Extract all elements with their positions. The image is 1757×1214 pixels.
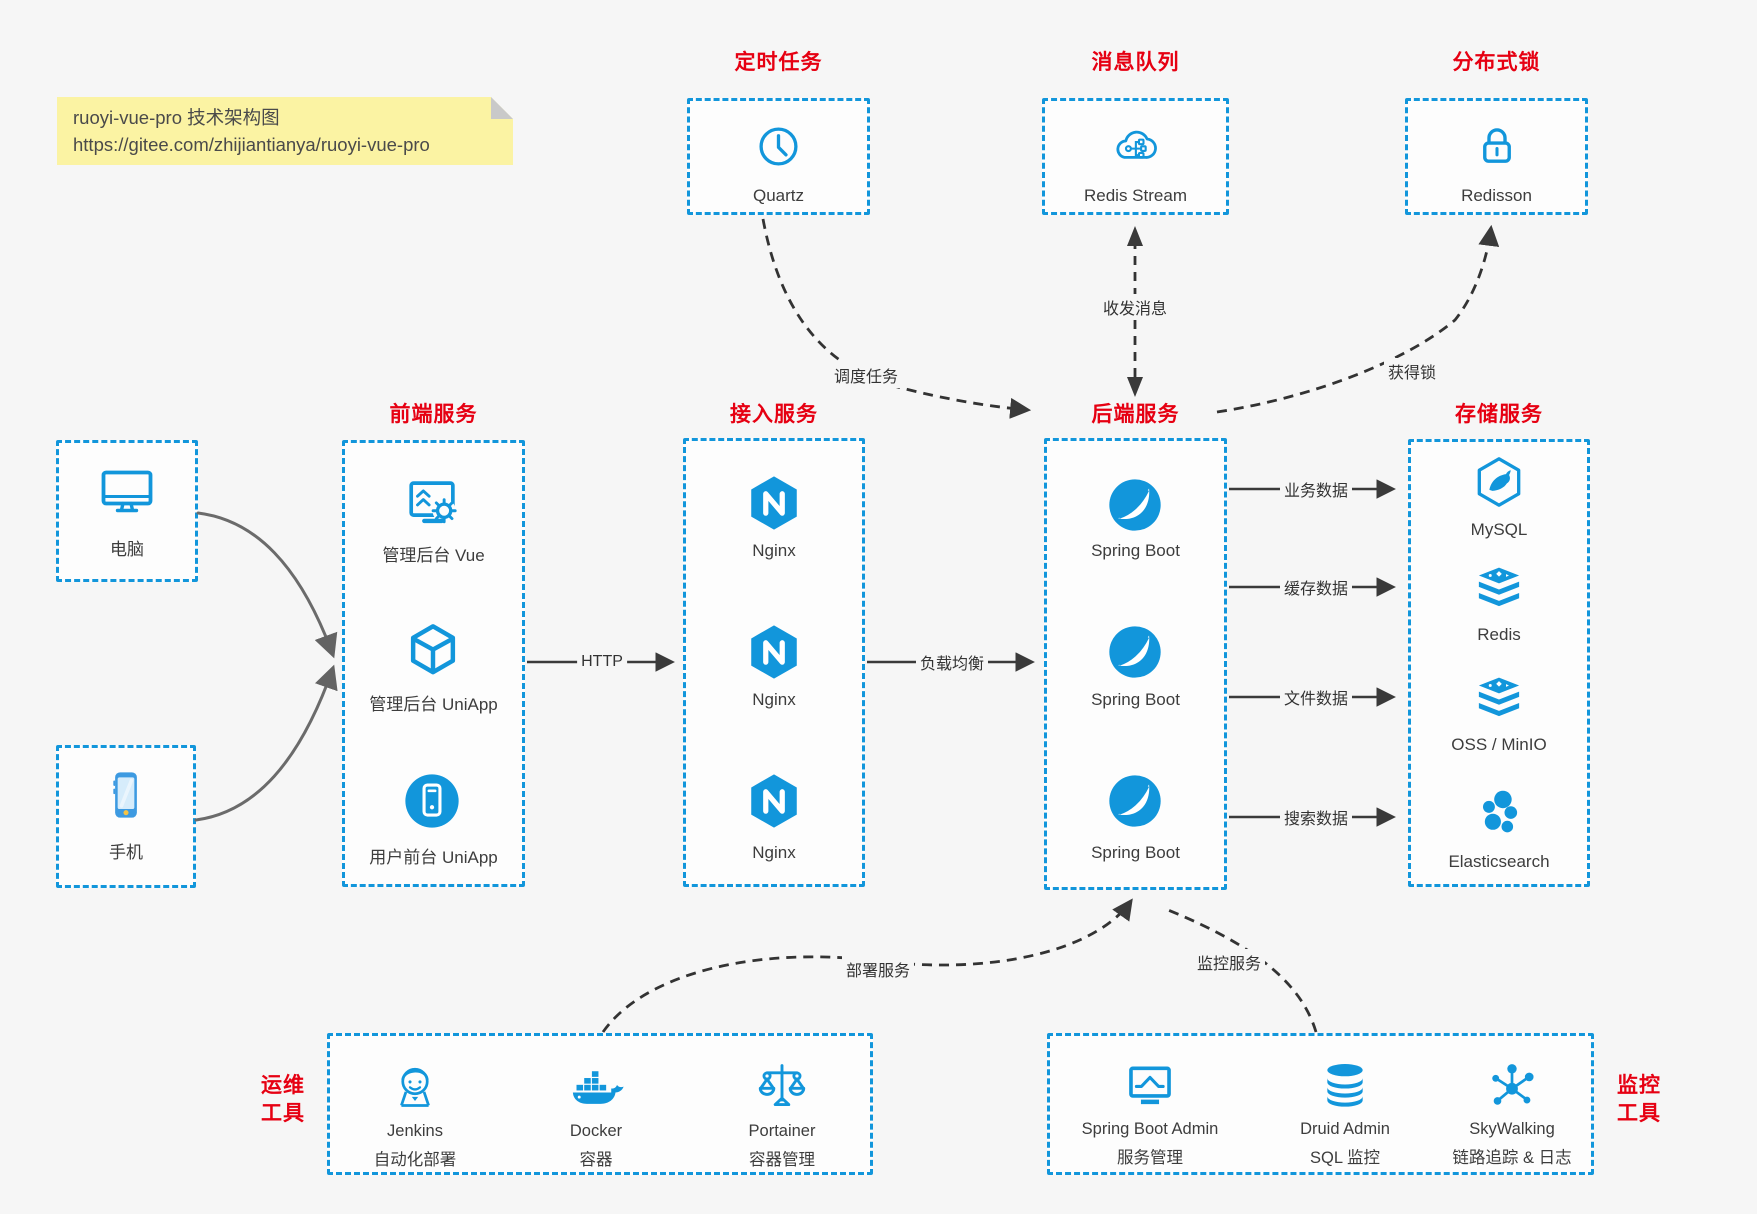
- monitor-tools-title: 监控 工具: [1617, 1074, 1661, 1125]
- mysql-label: MySQL: [1470, 520, 1528, 539]
- monitor-tools-box: [1047, 1033, 1594, 1175]
- group-title-message-queue: 消息队列: [1091, 51, 1180, 74]
- spring-boot-icon: [1104, 474, 1166, 536]
- user-uniapp-icon: [401, 770, 463, 832]
- edge-label-monitor-service: 监控服务: [1192, 949, 1266, 975]
- spring-boot-admin-name: Spring Boot Admin: [1081, 1120, 1219, 1138]
- skywalking-icon: [1483, 1057, 1541, 1115]
- docker-name: Docker: [569, 1122, 623, 1140]
- edge-label-cache-data: 缓存数据: [1279, 574, 1353, 600]
- spring-boot-admin-icon: [1121, 1057, 1179, 1115]
- edge-acquire-lock: [1216, 224, 1500, 414]
- smartphone-icon: [97, 766, 155, 824]
- group-title-scheduled-task: 定时任务: [734, 51, 823, 74]
- quartz-label: Quartz: [752, 186, 805, 205]
- druid-icon: [1316, 1057, 1374, 1115]
- redis-stream-label: Redis Stream: [1084, 186, 1187, 205]
- portainer-icon: [753, 1057, 811, 1115]
- note-title: ruoyi-vue-pro 技术架构图: [73, 107, 280, 128]
- edge-label-schedule-task: 调度任务: [829, 362, 903, 388]
- skywalking-name: SkyWalking: [1469, 1120, 1555, 1138]
- redisson-box: [1405, 98, 1588, 215]
- spring-boot-admin-desc: 服务管理: [1117, 1149, 1183, 1167]
- nginx-icon: [743, 621, 805, 683]
- computer-icon: [95, 458, 159, 522]
- jenkins-icon: [386, 1057, 444, 1115]
- admin-vue-label: 管理后台 Vue: [382, 546, 485, 565]
- user-uniapp-label: 用户前台 UniApp: [369, 848, 498, 867]
- skywalking-desc: 链路追踪 & 日志: [1452, 1149, 1572, 1167]
- jenkins-name: Jenkins: [387, 1122, 443, 1140]
- redis-icon: [1471, 561, 1527, 617]
- nginx-icon: [743, 770, 805, 832]
- mysql-icon: [1471, 454, 1527, 510]
- edge-label-deploy-service: 部署服务: [841, 956, 915, 982]
- arrowhead-down: [1127, 377, 1143, 397]
- redisson-label: Redisson: [1461, 186, 1532, 205]
- nginx-icon: [743, 472, 805, 534]
- edge-computer-to-frontend: [196, 511, 338, 659]
- spring-boot-label-1: Spring Boot: [1091, 541, 1180, 560]
- jenkins-desc: 自动化部署: [373, 1151, 457, 1169]
- edge-label-acquire-lock: 获得锁: [1383, 358, 1441, 384]
- spring-boot-icon: [1104, 770, 1166, 832]
- nginx-label-1: Nginx: [752, 541, 796, 560]
- column-title-frontend: 前端服务: [389, 403, 478, 426]
- portainer-desc: 容器管理: [749, 1151, 815, 1169]
- spring-boot-icon: [1104, 621, 1166, 683]
- elasticsearch-label: Elasticsearch: [1448, 852, 1550, 871]
- note-url: https://gitee.com/zhijiantianya/ruoyi-vu…: [73, 134, 430, 155]
- computer-label: 电脑: [110, 540, 144, 559]
- nginx-label-2: Nginx: [752, 690, 796, 709]
- ops-tools-title: 运维 工具: [261, 1074, 305, 1125]
- redis-label: Redis: [1477, 625, 1521, 644]
- docker-desc: 容器: [579, 1151, 613, 1169]
- phone-label: 手机: [109, 843, 143, 862]
- sticky-note: ruoyi-vue-pro 技术架构图 https://gitee.com/zh…: [57, 97, 513, 165]
- spring-boot-label-3: Spring Boot: [1091, 843, 1180, 862]
- storage-box: [1408, 439, 1590, 887]
- nginx-label-3: Nginx: [752, 843, 796, 862]
- clock-icon: [752, 120, 805, 173]
- edge-label-file-data: 文件数据: [1279, 684, 1353, 710]
- lock-icon: [1470, 119, 1524, 173]
- note-fold-shadow: [491, 97, 513, 119]
- spring-boot-label-2: Spring Boot: [1091, 690, 1180, 709]
- edge-label-business-data: 业务数据: [1279, 476, 1353, 502]
- column-title-storage: 存储服务: [1455, 403, 1543, 426]
- edge-label-load-balance: 负载均衡: [915, 649, 989, 675]
- druid-desc: SQL 监控: [1310, 1149, 1380, 1167]
- column-title-backend: 后端服务: [1091, 403, 1180, 426]
- cloud-network-icon: [1107, 118, 1163, 174]
- edge-label-send-receive: 收发消息: [1098, 294, 1172, 320]
- column-title-gateway: 接入服务: [730, 403, 818, 426]
- cube-icon: [402, 621, 464, 683]
- quartz-box: [687, 98, 870, 215]
- admin-uniapp-label: 管理后台 UniApp: [369, 695, 498, 714]
- docker-icon: [567, 1059, 625, 1117]
- oss-minio-label: OSS / MinIO: [1451, 735, 1547, 754]
- elasticsearch-icon: [1471, 785, 1527, 841]
- arrowhead-up: [1127, 226, 1143, 246]
- edge-phone-to-frontend: [194, 664, 338, 822]
- admin-vue-icon: [402, 472, 464, 534]
- oss-minio-icon: [1471, 671, 1527, 727]
- edge-label-http: HTTP: [577, 652, 627, 672]
- edge-monitor-service: [1167, 908, 1318, 1033]
- edge-label-search-data: 搜索数据: [1279, 804, 1353, 830]
- druid-name: Druid Admin: [1300, 1120, 1390, 1138]
- portainer-name: Portainer: [748, 1122, 816, 1140]
- group-title-distributed-lock: 分布式锁: [1452, 51, 1541, 74]
